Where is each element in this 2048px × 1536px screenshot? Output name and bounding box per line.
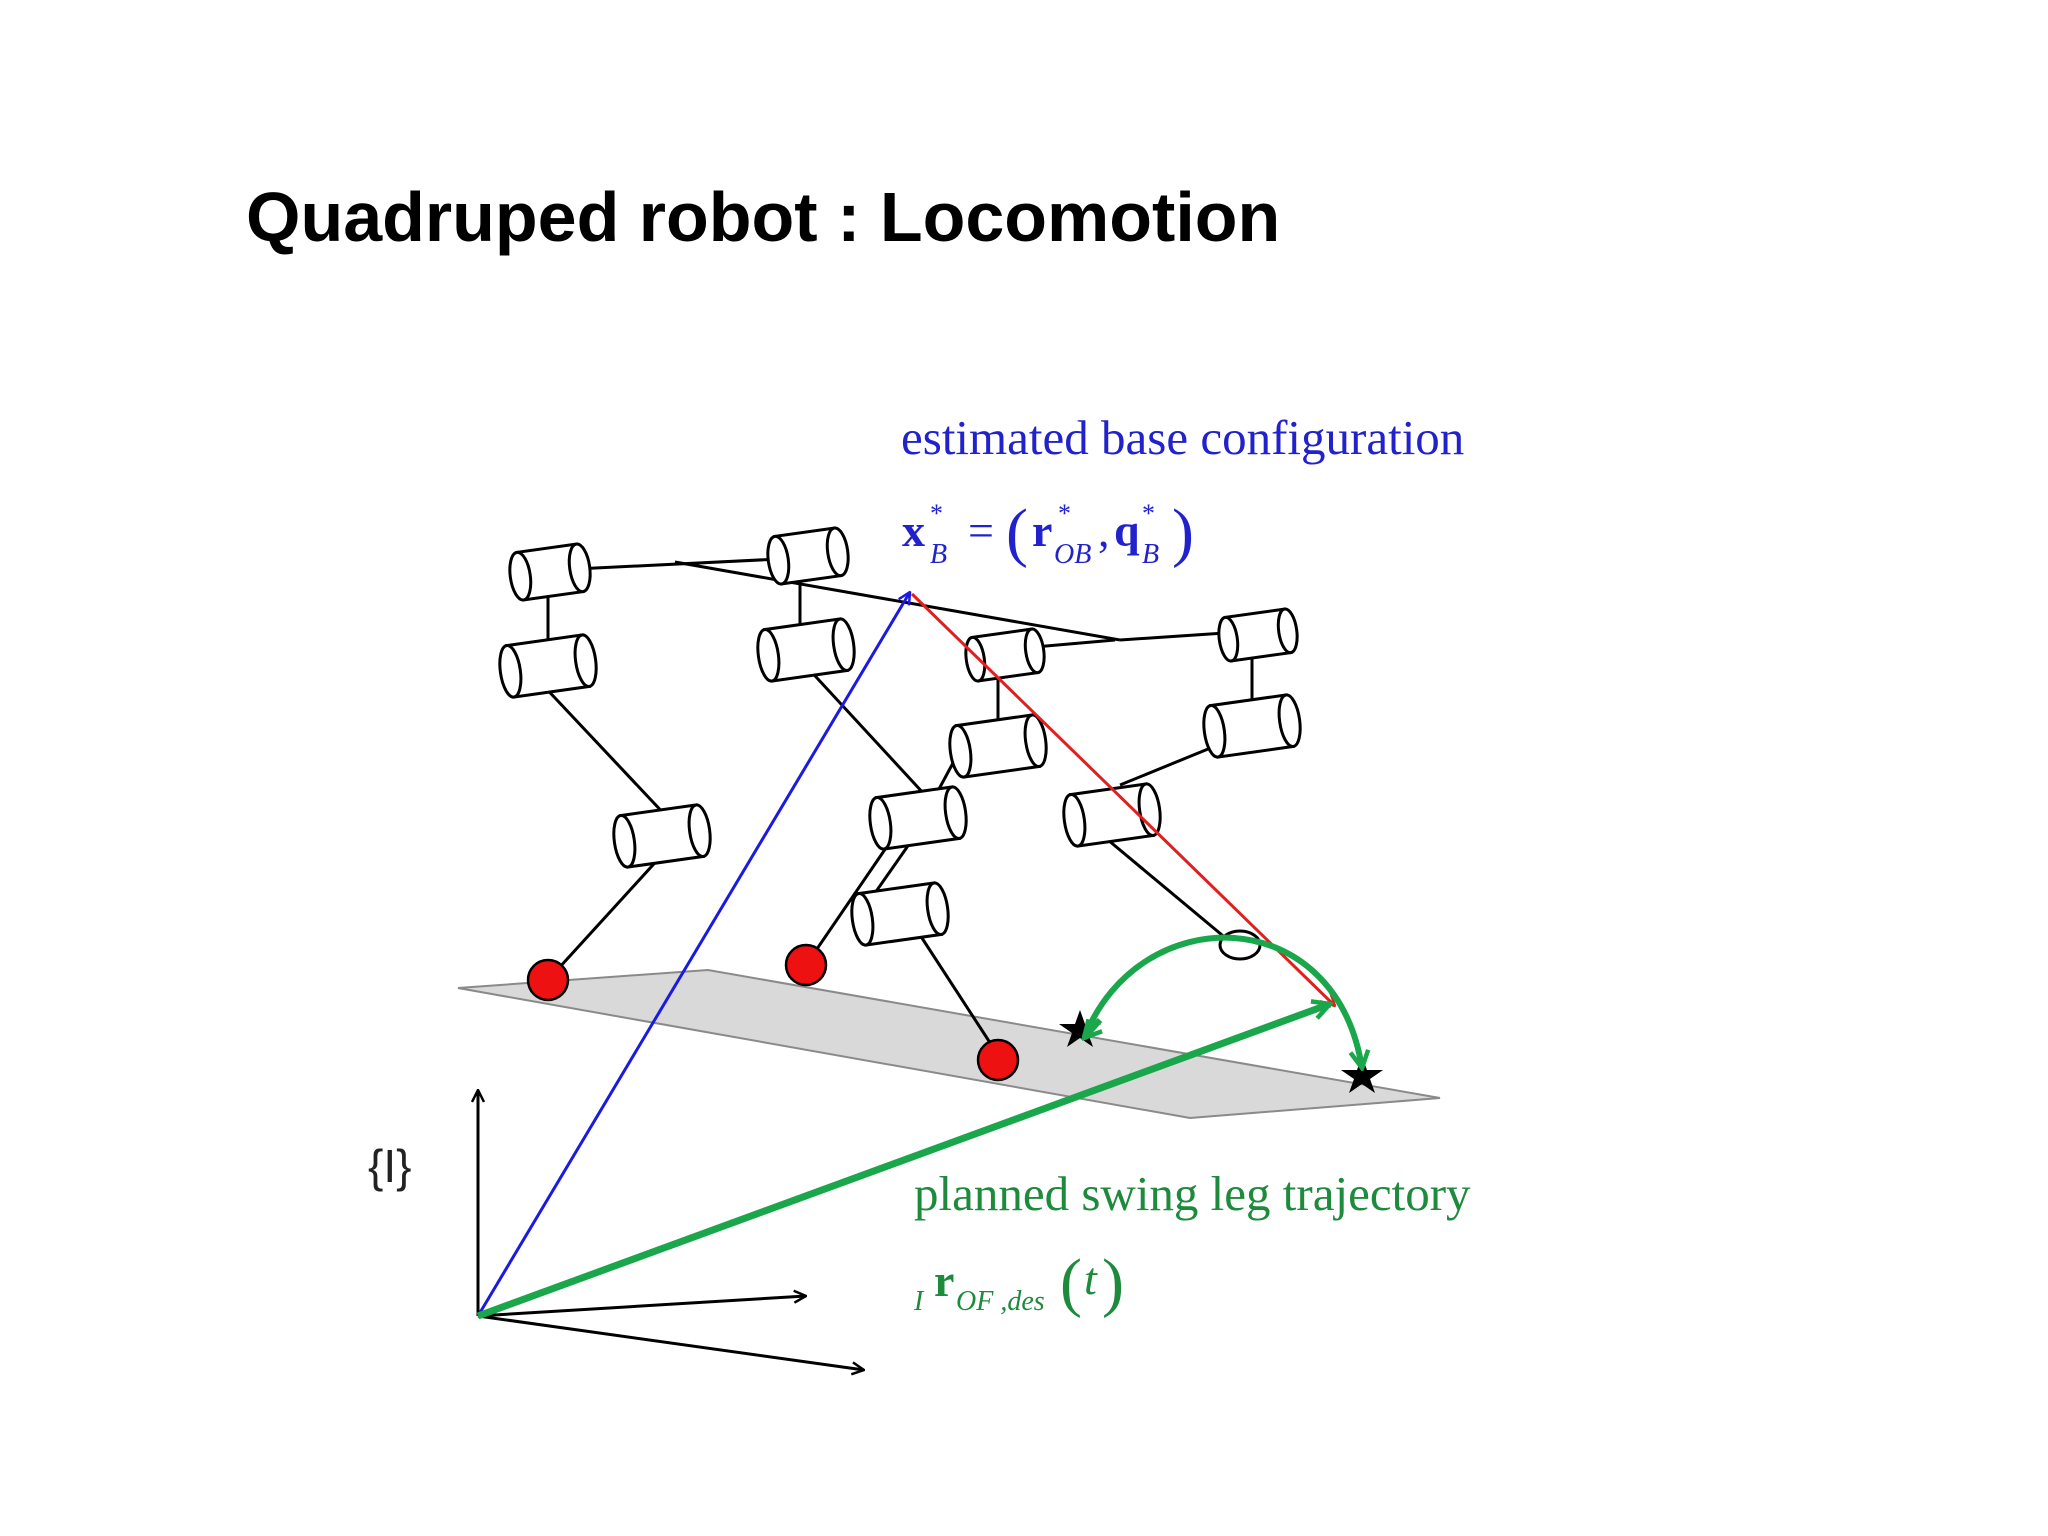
base-to-foot-vector: [910, 592, 1335, 1006]
eq-equals: =: [968, 505, 994, 556]
swing-trajectory-arc: [1082, 934, 1362, 1068]
inertial-frame-axes: [478, 1090, 864, 1370]
swing-eq-close-paren: ): [1102, 1246, 1124, 1319]
swing-eq-pre: I: [913, 1286, 925, 1317]
foothold-stars: [1059, 1010, 1383, 1093]
foot-contact-front-right: [976, 1038, 1020, 1082]
joint-hip-front-left: [508, 542, 592, 602]
eq-q: q: [1114, 505, 1140, 556]
slide-title: Quadruped robot : Locomotion: [246, 178, 1281, 256]
joint-thigh-hind-left: [756, 617, 856, 683]
eq-r-sup: *: [1058, 499, 1071, 528]
joint-cylinders: [498, 526, 1302, 947]
foot-contact-hind-left: [784, 943, 828, 987]
touchdown-star: [1341, 1056, 1383, 1093]
eq-close-paren: ): [1172, 496, 1194, 569]
joint-knee-front-left: [612, 803, 712, 869]
joint-knee-hind-left: [868, 785, 968, 851]
swing-eq-sub: OF ,des: [956, 1286, 1045, 1317]
foot-target-vector: [476, 1004, 1330, 1320]
swing-caption: planned swing leg trajectory: [914, 1166, 1471, 1221]
eq-r: r: [1032, 505, 1052, 556]
axis-y: [477, 1314, 864, 1370]
base-config-equation: x * B = ( r * OB , q * B ): [902, 496, 1194, 570]
swing-equation: I r OF ,des ( t ): [913, 1246, 1124, 1319]
eq-comma: ,: [1098, 505, 1110, 556]
eq-x: x: [902, 505, 925, 556]
swing-eq-open-paren: (: [1060, 1246, 1082, 1319]
liftoff-star: [1059, 1010, 1101, 1047]
joint-knee-front-right: [850, 881, 950, 947]
swing-eq-t: t: [1084, 1253, 1098, 1304]
joint-hip-hind-right: [1217, 607, 1299, 663]
axis-x: [477, 1296, 806, 1318]
base-position-vector: [476, 592, 910, 1317]
frame-label: {I}: [368, 1140, 412, 1192]
swing-trajectory-arc-start-arrow: [1084, 1018, 1100, 1038]
eq-open-paren: (: [1006, 496, 1028, 569]
eq-r-sub: OB: [1054, 539, 1091, 570]
eq-q-sub: B: [1142, 539, 1159, 570]
ground-plane: [457, 968, 1441, 1120]
joint-hip-hind-left: [766, 526, 850, 586]
swing-eq-r: r: [934, 1255, 954, 1306]
joint-thigh-front-left: [498, 633, 598, 699]
foot-contact-front-left: [526, 958, 570, 1002]
joint-thigh-front-right: [948, 713, 1048, 779]
robot-body: [554, 556, 1241, 652]
joint-knee-hind-right: [1062, 782, 1162, 848]
eq-x-sup: *: [930, 499, 943, 528]
base-config-caption: estimated base configuration: [901, 410, 1464, 465]
robot-legs: [538, 578, 1254, 1056]
stance-feet: [526, 943, 1020, 1082]
eq-q-sup: *: [1142, 499, 1155, 528]
joint-thigh-hind-right: [1202, 693, 1302, 759]
eq-x-sub: B: [930, 539, 947, 570]
